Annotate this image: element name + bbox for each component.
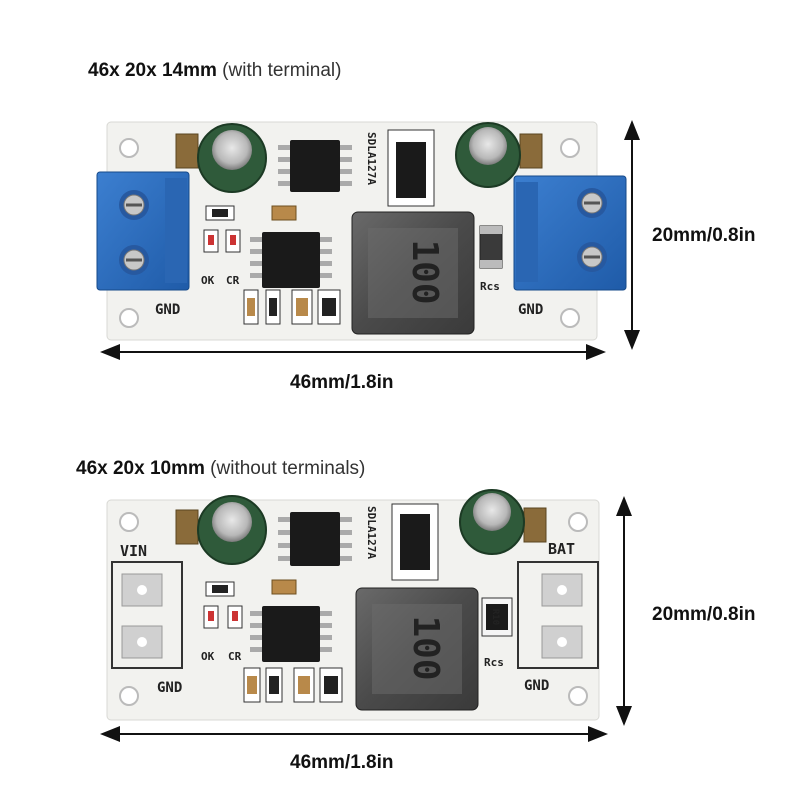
inductor-label: 100: [405, 615, 446, 680]
board1-pcb: SDLA127A 100: [96, 121, 627, 341]
silk-model: SDLA127A: [365, 506, 378, 559]
board1-note: (with terminal): [222, 60, 342, 81]
silk-rcs: Rcs: [480, 280, 500, 293]
board2-note: (without terminals): [210, 458, 366, 479]
ic-chip-middle: [250, 606, 332, 662]
terminal-pads-left: [111, 561, 183, 669]
silk-gnd-left: GND: [155, 302, 180, 318]
silk-gnd-right: GND: [518, 302, 543, 318]
board1-title: 46x 20x 14mm (with terminal): [88, 60, 341, 82]
ic-chip-top: [278, 512, 352, 566]
silk-cr: CR: [228, 650, 242, 663]
silk-gnd-left: GND: [157, 680, 182, 696]
mounting-hole: [560, 138, 580, 158]
mounting-hole: [568, 686, 588, 706]
inductor-label: 100: [404, 239, 445, 304]
silk-ok: OK: [201, 274, 215, 287]
resistor-rcs: R10: [481, 597, 513, 637]
board2-size: 46x 20x 10mm: [76, 458, 205, 479]
inductor: 100: [355, 587, 479, 711]
diode: SDLA127A: [365, 503, 439, 581]
resistor-value: R10: [490, 609, 500, 625]
silk-gnd-right: GND: [524, 678, 549, 694]
ic-chip-top: [278, 140, 352, 192]
silk-ok: OK: [201, 650, 215, 663]
mounting-hole: [119, 308, 139, 328]
mounting-hole: [119, 138, 139, 158]
terminal-pads-right: [517, 561, 599, 669]
mounting-hole: [560, 308, 580, 328]
silk-vin: VIN: [120, 542, 147, 560]
capacitor-right: [455, 122, 543, 188]
board2-pcb: SDLA127A 100 R10: [106, 489, 600, 721]
silk-bat: BAT: [548, 540, 575, 558]
mounting-hole: [119, 686, 139, 706]
silk-cr: CR: [226, 274, 240, 287]
board1-width-label: 46mm/1.8in: [290, 372, 394, 393]
diode: SDLA127A: [365, 129, 435, 207]
board1-size: 46x 20x 14mm: [88, 60, 217, 81]
silk-rcs: Rcs: [484, 656, 504, 669]
board2-width-label: 46mm/1.8in: [290, 752, 394, 773]
mounting-hole: [568, 512, 588, 532]
board2-title: 46x 20x 10mm (without terminals): [76, 458, 365, 480]
silk-model: SDLA127A: [365, 132, 378, 185]
board1-height-label: 20mm/0.8in: [652, 225, 756, 246]
capacitor-left: [175, 123, 267, 193]
resistor-rcs: [479, 225, 503, 269]
capacitor-right: [459, 489, 547, 555]
terminal-block-left: [96, 171, 190, 291]
ic-chip-middle: [250, 232, 332, 288]
inductor: 100: [351, 211, 475, 335]
capacitor-left: [175, 495, 267, 565]
smd-components: [203, 205, 341, 325]
mounting-hole: [119, 512, 139, 532]
smd-components: [203, 579, 343, 703]
terminal-block-right: [513, 175, 627, 291]
board2-height-label: 20mm/0.8in: [652, 604, 756, 625]
